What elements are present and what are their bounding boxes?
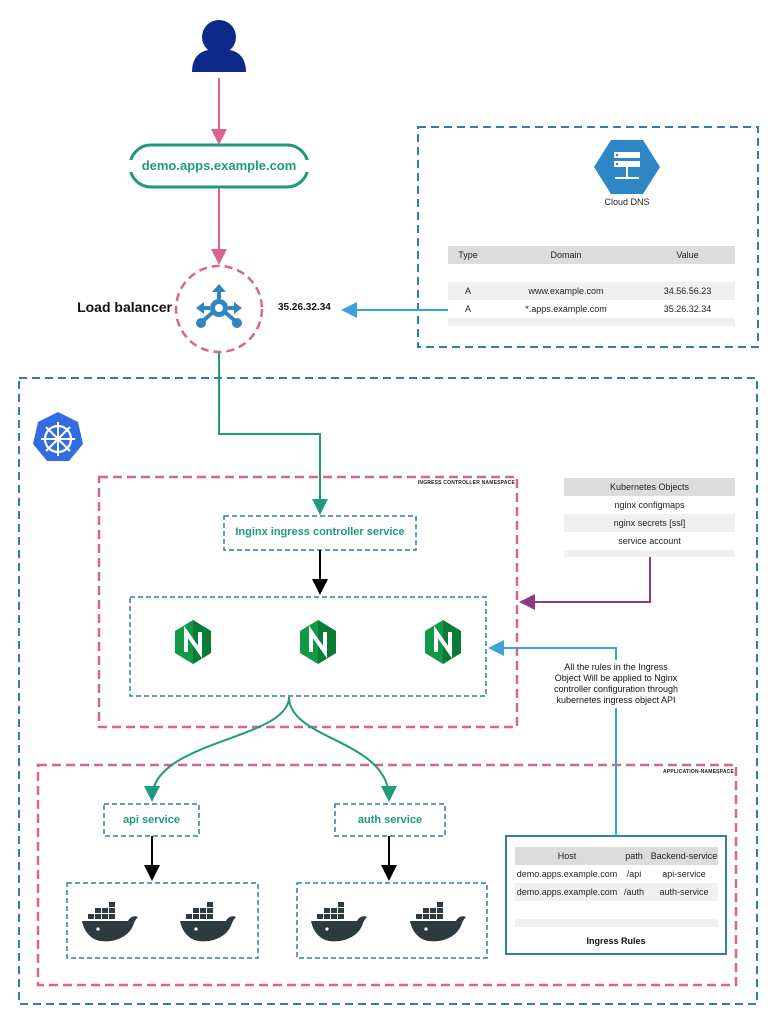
dns-header-value: Value	[676, 250, 699, 260]
k8s-objects-row	[564, 514, 735, 532]
dns-table-row	[448, 318, 735, 326]
rules-to-nginx-arrow	[488, 640, 617, 660]
application-namespace-label: APPLICATION-NAMESPACE	[663, 769, 734, 775]
rules-row-path: /auth	[623, 887, 645, 897]
rules-table-row	[515, 883, 718, 901]
rules-table-header	[515, 847, 718, 865]
dns-host-label: demo.apps.example.com	[141, 158, 297, 173]
dns-row-domain: *.apps.example.com	[525, 304, 607, 314]
k8s-object-item: service account	[618, 536, 681, 546]
rules-header-path: path	[625, 851, 643, 861]
load-balancer-ip: 35.26.32.34	[278, 302, 331, 313]
k8s-object-item: nginx configmaps	[614, 500, 685, 510]
ingress-rules-title: Ingress Rules	[586, 936, 646, 946]
rules-row-host: demo.apps.example.com	[516, 869, 618, 879]
docker-icon	[180, 902, 236, 942]
rules-note-line: kubernetes ingress object API	[556, 695, 676, 705]
dns-row-type: A	[464, 304, 471, 314]
rules-row-path: /api	[626, 869, 642, 879]
rules-row-backend: api-service	[662, 869, 706, 879]
auth-service-label: auth service	[357, 814, 423, 826]
dns-header-domain: Domain	[550, 250, 582, 260]
api-pods-box	[66, 882, 259, 959]
dns-row-value: 35.26.32.34	[663, 304, 712, 314]
rules-header-host: Host	[557, 851, 577, 861]
k8s-objects-row	[564, 550, 735, 557]
dns-row-type: A	[464, 286, 471, 296]
k8s-objects-header	[564, 478, 735, 496]
dns-row-value: 34.56.56.23	[663, 286, 712, 296]
k8s-object-item: nginx secrets [ssl]	[613, 518, 686, 528]
dns-row-domain: www.example.com	[528, 286, 604, 296]
rules-header-backend: Backend-service	[650, 851, 718, 861]
api-service-label: api service	[123, 814, 180, 826]
dns-table-row	[448, 282, 735, 300]
cloud-dns-icon	[594, 140, 660, 194]
rules-note-line: All the rules in the Ingress	[564, 662, 668, 672]
ingress-service-label: Inginx ingress controller service	[235, 526, 405, 538]
cloud-dns-box	[417, 126, 759, 348]
nginx-icon	[425, 620, 461, 664]
k8s-objects-arrow	[519, 557, 651, 610]
load-balancer-icon	[196, 284, 242, 328]
pods-to-api-arrow	[144, 696, 290, 802]
rules-table-row	[515, 919, 718, 927]
user-icon	[192, 20, 246, 72]
cluster-boundary	[18, 377, 758, 1005]
rules-note-line: controller configuration through	[553, 684, 679, 694]
cloud-dns-title: Cloud DNS	[604, 197, 650, 207]
auth-pods-box	[296, 882, 488, 959]
dns-table-header	[448, 246, 735, 264]
pods-to-auth-arrow	[288, 696, 397, 802]
kubernetes-icon	[33, 412, 83, 461]
ingress-namespace-label: INGRESS CONTROLLER NAMESPACE	[417, 480, 515, 486]
k8s-objects-title: Kubernetes Objects	[609, 482, 690, 492]
docker-icon	[82, 902, 138, 942]
ingress-namespace-box	[97, 475, 519, 729]
nginx-icon	[300, 620, 336, 664]
nginx-icon	[175, 620, 211, 664]
dns-header-type: Type	[458, 250, 478, 260]
nginx-pods-box	[129, 596, 487, 697]
lb-to-ingress-arrow	[218, 353, 328, 515]
rules-note: All the rules in the Ingress Object Will…	[538, 662, 694, 706]
rules-note-line: Object Will be applied to Nginx	[554, 673, 678, 683]
application-namespace-box	[36, 763, 738, 987]
rules-row-backend: auth-service	[659, 887, 709, 897]
docker-icon	[311, 902, 367, 942]
docker-icon	[410, 902, 466, 942]
load-balancer-label: Load balancer	[77, 299, 172, 315]
rules-row-host: demo.apps.example.com	[516, 887, 618, 897]
